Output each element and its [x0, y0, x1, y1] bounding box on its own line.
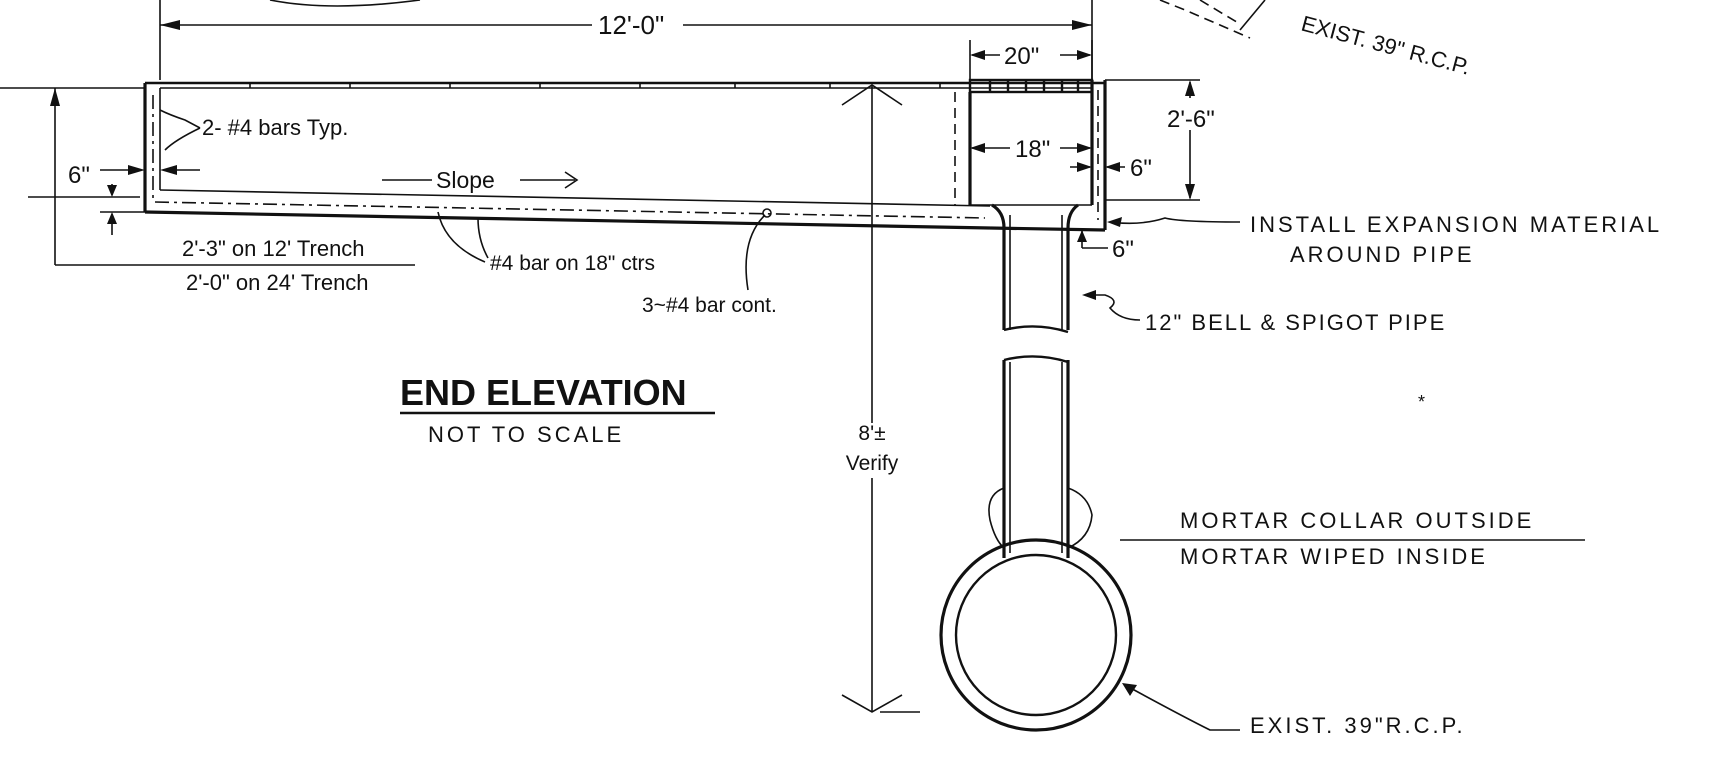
expansion-label-2: AROUND PIPE [1290, 242, 1475, 267]
depth-2-6-label: 2'-6" [1167, 106, 1215, 133]
slope-label: Slope [436, 167, 495, 193]
mortar-collar [988, 487, 1093, 549]
exist-rcp-callout: EXIST. 39"R.C.P. [1122, 683, 1466, 738]
depth-2-6-dimension: 2'-6" [1105, 79, 1215, 201]
expansion-label-1: INSTALL EXPANSION MATERIAL [1250, 212, 1662, 237]
height-label-1: 8'± [858, 422, 885, 445]
bar-cont-callout: 3~#4 bar cont. [642, 208, 777, 317]
title-block: END ELEVATION NOT TO SCALE [400, 372, 715, 447]
height-label-2: Verify [846, 452, 899, 475]
expansion-callout: INSTALL EXPANSION MATERIAL AROUND PIPE [1107, 212, 1662, 267]
grate-width-dimension: 20" [969, 40, 1093, 80]
slab-dimension-right: 6" [1077, 230, 1134, 263]
trench-notes: 2'-3" on 12' Trench 2'-0" on 24' Trench [182, 236, 369, 295]
pipe-callout: 12" BELL & SPIGOT PIPE [1082, 290, 1446, 335]
bar-18-label: #4 bar on 18" ctrs [490, 252, 655, 275]
rcp-top-label-group: EXIST. 39" R.C.P. [1159, 0, 1473, 80]
overall-width-dimension: 12'-0" [159, 0, 1093, 80]
overall-width-label: 12'-0" [598, 10, 664, 40]
inlet-width-label: 18" [1015, 136, 1050, 163]
grate-bars [988, 80, 1080, 92]
title-sub: NOT TO SCALE [428, 422, 624, 447]
rcp-top-label: EXIST. 39" R.C.P. [1299, 11, 1473, 80]
bars-typ-label: 2- #4 bars Typ. [202, 115, 348, 140]
trench-12-label: 2'-3" on 12' Trench [182, 236, 365, 261]
grate-width-label: 20" [1004, 43, 1039, 70]
slab-thickness-label-right: 6" [1112, 236, 1134, 263]
bars-typ-callout: 2- #4 bars Typ. [159, 109, 348, 151]
left-depth-dimension: 6" [28, 88, 415, 266]
slope-indicator: Slope [382, 167, 579, 193]
mortar-label-2: MORTAR WIPED INSIDE [1180, 544, 1488, 569]
right-wall-label: 6" [1130, 155, 1152, 182]
bell-spigot-pipe [991, 203, 1079, 558]
exist-rcp-label: EXIST. 39"R.C.P. [1250, 713, 1466, 738]
grate-ticks [249, 83, 941, 88]
right-wall-dimension: 6" [1070, 155, 1152, 182]
mortar-label-1: MORTAR COLLAR OUTSIDE [1180, 508, 1534, 533]
bar-cont-label: 3~#4 bar cont. [642, 294, 777, 317]
trench-body [0, 78, 1107, 232]
bar-18-callout: #4 bar on 18" ctrs [437, 211, 655, 275]
small-asterisk: * [1418, 392, 1425, 412]
title-main: END ELEVATION [400, 372, 687, 413]
trench-24-label: 2'-0" on 24' Trench [186, 270, 369, 295]
mortar-callout: MORTAR COLLAR OUTSIDE MORTAR WIPED INSID… [1120, 508, 1585, 569]
height-dimension: 8'± Verify [841, 84, 920, 713]
pipe-label: 12" BELL & SPIGOT PIPE [1145, 310, 1446, 335]
slab-thickness-label-left: 6" [68, 162, 90, 189]
existing-rcp [939, 538, 1133, 732]
cutoff-arc [269, 0, 421, 7]
inlet-width-dimension: 18" [970, 136, 1092, 163]
